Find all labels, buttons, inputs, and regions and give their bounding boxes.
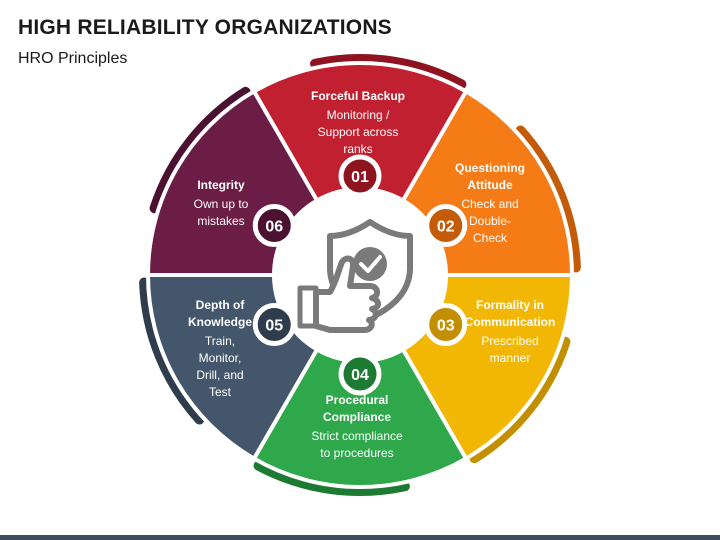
segment-description: Test [209,385,232,399]
number-badge-02 [424,204,468,247]
center-hub [274,189,446,361]
segment-description: Monitor, [199,351,242,365]
segment-title: Knowledge [188,315,252,329]
shield-check-thumbs-up-icon [297,219,413,333]
number-label-05: 05 [265,318,283,335]
number-badge-06 [252,204,296,247]
segment-lip-01 [310,54,467,90]
segment-title: Integrity [197,178,245,192]
segment-lip-02 [515,125,581,273]
segment-description: Check [473,231,508,245]
segment-title: Formality in [476,298,544,312]
segment-description: Train, [205,334,235,348]
segment-description: mistakes [197,214,244,228]
segment-lip-03 [469,336,571,464]
number-label-04: 04 [351,367,369,384]
number-label-02: 02 [437,219,455,236]
segment-description: Support across [318,125,399,139]
segment-lip-06 [149,86,251,214]
segment-description: Own up to [194,197,249,211]
number-label-01: 01 [351,169,369,186]
segment-description: ranks [343,142,372,156]
segment-title: Communication [465,315,556,329]
segment-description: Prescribed [481,334,538,348]
footer-bar [0,535,720,540]
number-label-06: 06 [265,219,283,236]
segment-lip-04 [253,460,410,496]
segment-description: Double- [469,214,511,228]
segment-title: Procedural [326,393,389,407]
segment-description: Check and [461,197,518,211]
segment-title: Questioning [455,161,525,175]
number-badge-05 [252,303,296,346]
segment-title: Attitude [467,178,513,192]
segment-title: Depth of [196,298,246,312]
segment-description: Strict compliance [311,429,403,443]
segment-description: manner [490,351,531,365]
page-subtitle: HRO Principles [18,50,128,67]
number-badge-04 [338,352,382,396]
segment-description: Monitoring / [327,108,390,122]
segment-description: to procedures [320,446,393,460]
segment-lip-05 [139,277,205,425]
number-badge-03 [424,303,468,346]
segment-description: Drill, and [196,368,243,382]
number-label-03: 03 [437,318,455,335]
segment-title: Forceful Backup [311,89,405,103]
page-title: HIGH RELIABILITY ORGANIZATIONS [18,16,392,39]
segment-title: Compliance [323,410,391,424]
number-badge-01 [338,154,382,198]
